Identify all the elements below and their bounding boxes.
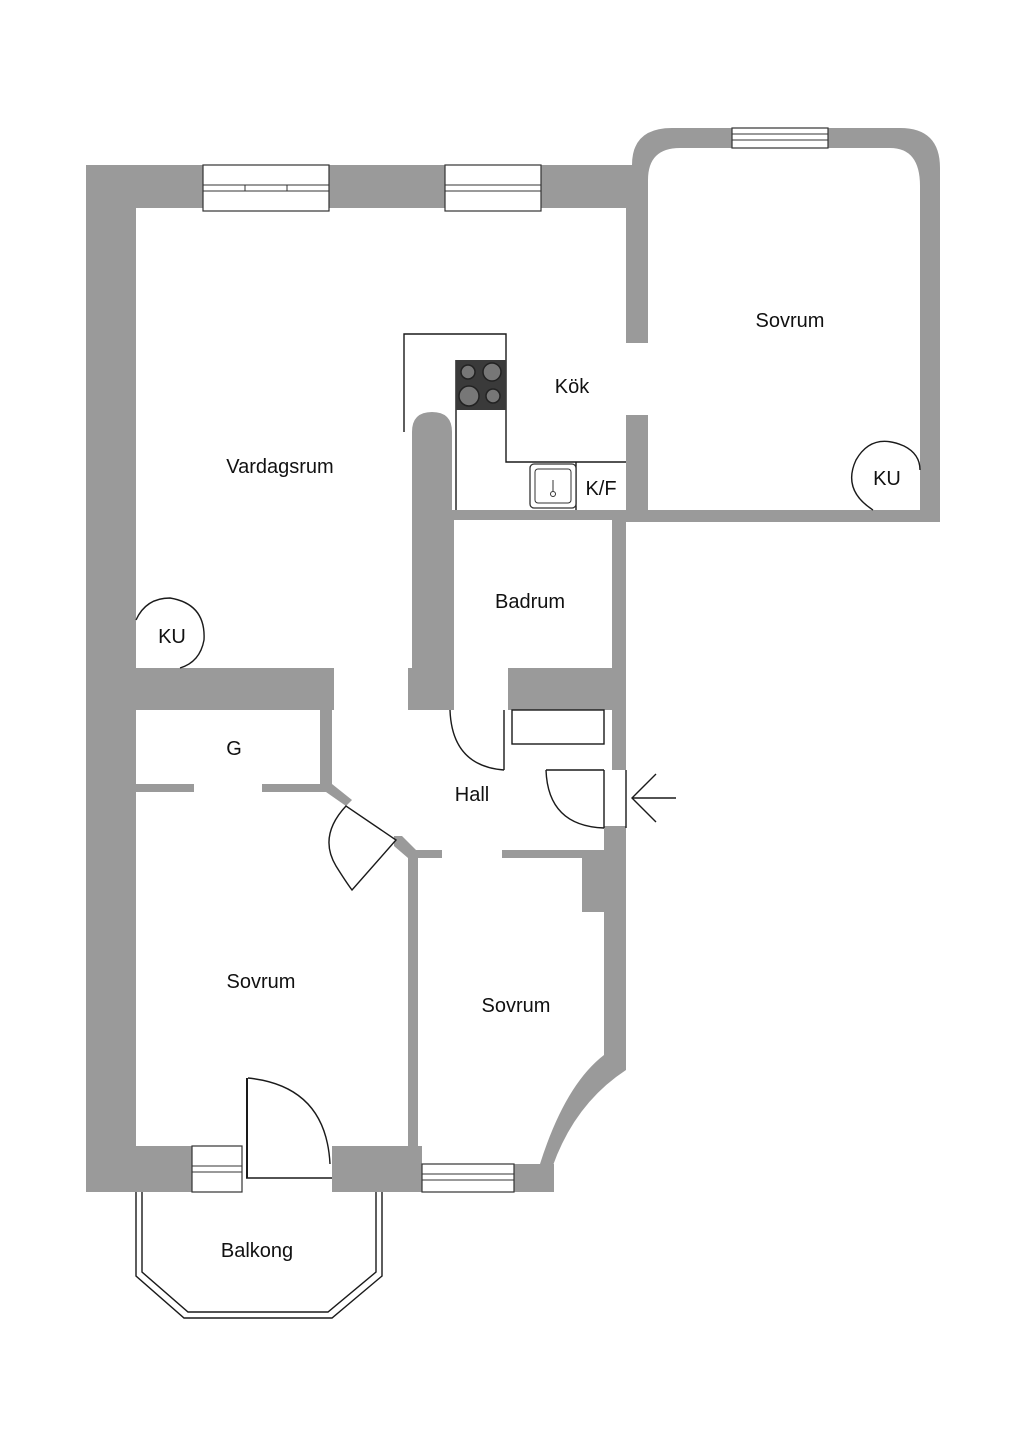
label-g: G [226,738,242,760]
label-kok: Kök [555,376,590,398]
label-vardagsrum: Vardagsrum [226,456,333,478]
hall-closet [511,709,605,745]
label-sovrum-ne: Sovrum [756,310,825,332]
door-entrance [545,769,627,829]
window-bedroom-ne [731,127,829,149]
wall-bedrooms-divider [394,836,442,1164]
closet-ku-w [135,597,205,669]
closet-ku-ne [850,440,921,511]
door-bedroom-sw [328,805,398,892]
label-ku-w: KU [158,626,186,648]
wall-kitchen-south [446,510,640,520]
wall-hall-south-right [502,850,606,858]
wall-east-mid [612,510,626,772]
window-north-1 [202,164,330,212]
wall-kitchen-bedroom-lower [626,415,648,520]
label-kf: K/F [585,478,616,500]
window-south-s [421,1163,515,1193]
wall-bath-west [446,518,454,710]
balcony-outline [135,1192,383,1319]
wall-pillar [408,412,452,710]
wall-south-left [86,1146,192,1192]
entrance-arrow-icon [631,773,676,823]
label-sovrum-sw: Sovrum [227,971,296,993]
wall-south-right [514,1164,554,1192]
door-bathroom [449,709,505,771]
label-ku-ne: KU [873,468,901,490]
wall-east-lower [515,850,626,1192]
sink-icon [529,463,577,509]
wall-g-south-left [136,784,194,792]
label-balkong: Balkong [221,1240,293,1262]
wall-living-south [136,668,334,710]
window-south-sw [191,1145,243,1193]
wall-g-east [320,710,332,784]
wall-bath-south-right [508,668,626,710]
label-sovrum-s: Sovrum [482,995,551,1017]
wall-west [86,165,136,1192]
wall-g-south-right [262,784,352,806]
label-badrum: Badrum [495,591,565,613]
wall-south-mid [332,1146,422,1192]
label-hall: Hall [455,784,489,806]
wall-east-hall [604,826,626,852]
stove-icon [456,360,506,410]
wall-north [86,165,632,208]
door-balcony [246,1077,332,1179]
window-north-2 [444,164,542,212]
